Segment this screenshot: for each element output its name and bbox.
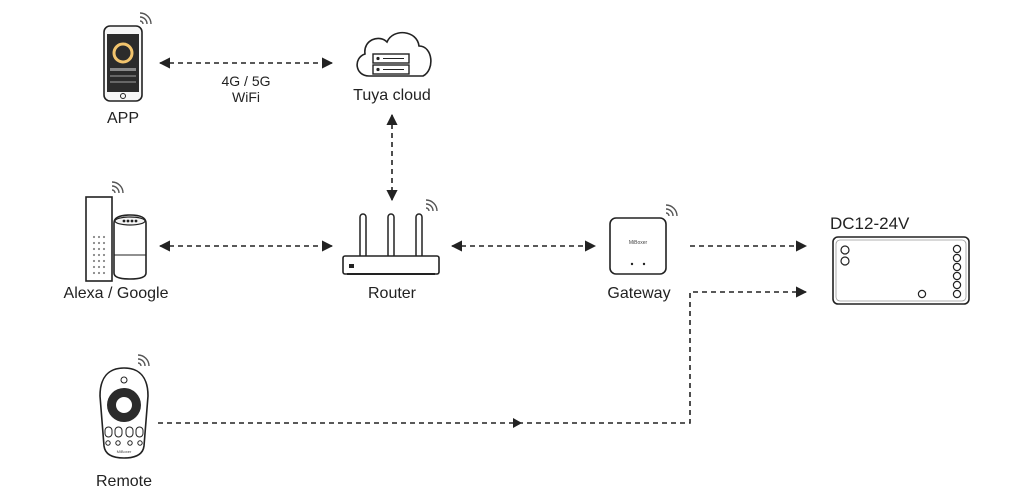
link-remote-controller [158, 286, 808, 424]
gateway-icon: MiBoxer [609, 217, 667, 275]
midline-arrow [513, 418, 522, 428]
remote-label: Remote [95, 473, 153, 490]
wifi-signal-icon [111, 181, 124, 194]
wifi-signal-icon [139, 12, 152, 25]
remote-brand: MiBoxer [117, 449, 132, 454]
link-label-network: 4G / 5G WiFi [206, 73, 286, 105]
remote-control-icon: MiBoxer [99, 367, 149, 459]
led-controller-icon [832, 236, 970, 305]
voice-assistant-label: Alexa / Google [63, 285, 169, 302]
smart-speaker-icon [85, 196, 147, 282]
router-icon [342, 213, 440, 275]
wifi-signal-icon [137, 354, 150, 367]
connectors [158, 57, 808, 424]
link-label-line2: WiFi [232, 89, 260, 105]
link-label-line1: 4G / 5G [221, 73, 271, 89]
gateway-brand: MiBoxer [629, 240, 648, 246]
app-label: APP [106, 110, 139, 127]
router-label: Router [367, 285, 417, 302]
wifi-signal-icon [665, 204, 678, 217]
cloud-label: Tuya cloud [353, 87, 431, 104]
gateway-label: Gateway [607, 285, 671, 302]
cloud-server-icon [356, 31, 432, 77]
smartphone-icon [103, 25, 143, 102]
wifi-signal-icon [425, 199, 438, 212]
controller-voltage-label: DC12-24V [830, 214, 910, 233]
